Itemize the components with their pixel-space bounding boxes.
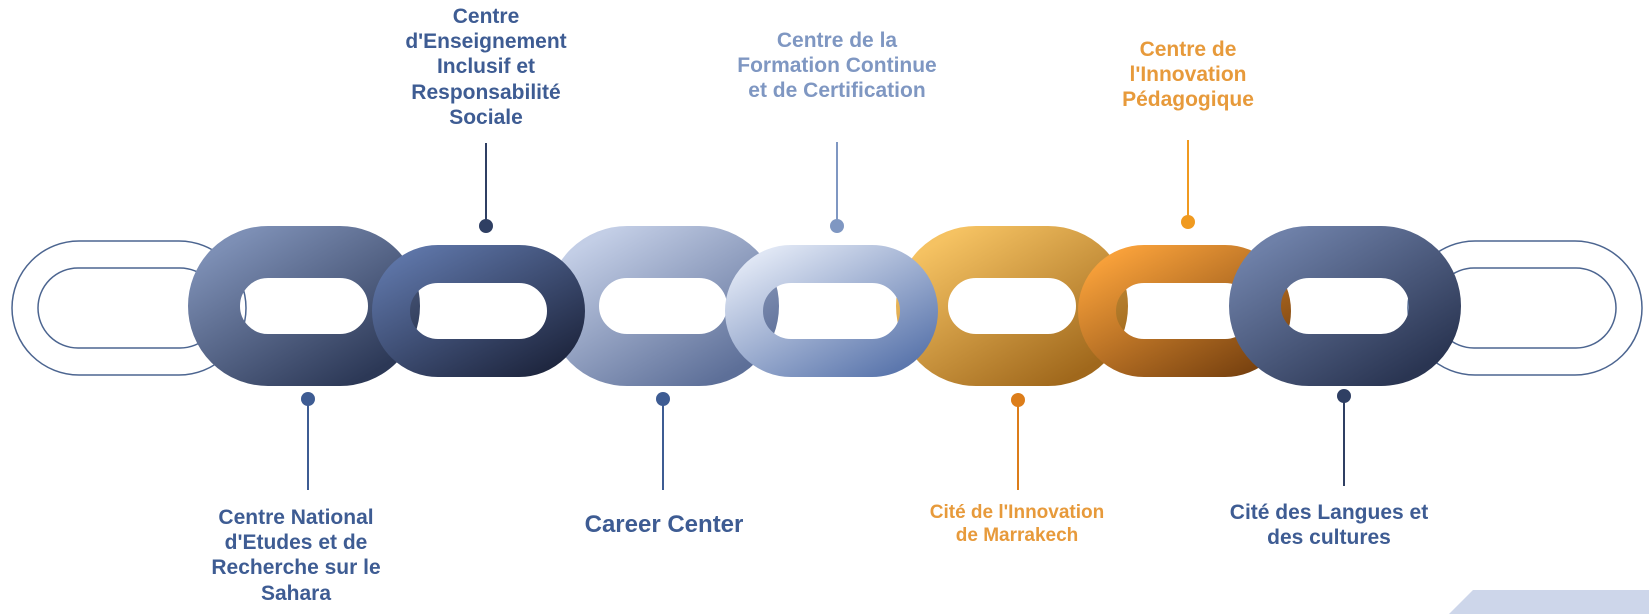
label-cip: Centre de l'Innovation Pédagogique xyxy=(1122,38,1254,112)
chain-link-5 xyxy=(896,226,1128,386)
label-ceirs: Centre d'Enseignement Inclusif et Respon… xyxy=(405,5,567,129)
label-cfcc: Centre de la Formation Continue et de Ce… xyxy=(737,29,937,103)
connector-cnerss xyxy=(301,392,315,490)
label-cnerss: Centre National d'Etudes et de Recherche… xyxy=(211,506,381,605)
connector-ceirs xyxy=(479,143,493,233)
chain-link-1 xyxy=(188,226,420,386)
connector-cfcc xyxy=(830,142,844,233)
label-clc: Cité des Langues et des cultures xyxy=(1229,501,1429,550)
chain-link-2 xyxy=(372,245,585,377)
label-cim: Cité de l'Innovation de Marrakech xyxy=(929,502,1105,546)
connector-cip xyxy=(1181,140,1195,229)
decorative-corner xyxy=(1449,590,1649,614)
label-career: Career Center xyxy=(584,511,744,538)
chain-link-4 xyxy=(725,245,938,377)
connector-cim xyxy=(1011,393,1025,490)
connector-clc xyxy=(1337,389,1351,486)
connector-career xyxy=(656,392,670,490)
chain-link-7 xyxy=(1229,226,1461,386)
